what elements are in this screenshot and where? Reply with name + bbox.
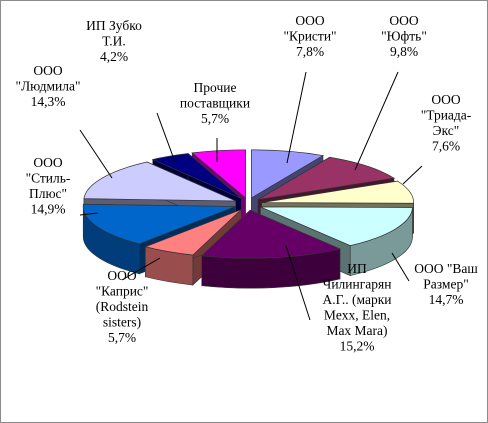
slice-label-3: ООО"Триада-Экс"7,6% <box>421 92 472 154</box>
leader-line-7 <box>79 212 99 216</box>
slice-label-1-line-3: 7,8% <box>296 44 324 59</box>
slice-label-7-line-1: ООО <box>33 155 62 170</box>
leader-line-8 <box>79 129 113 179</box>
slice-tops <box>82 149 414 259</box>
slice-label-3-line-4: 7,6% <box>432 139 460 154</box>
slice-2-top <box>257 156 395 200</box>
slice-labels: ООО"Кристи"7,8%ООО"Юфть"9,8%ООО"Триада-Э… <box>16 13 479 354</box>
slice-1-top <box>251 149 325 199</box>
slice-label-2-line-1: ООО <box>389 13 418 28</box>
slice-label-8-line-2: "Людмила" <box>16 79 81 94</box>
slice-label-9-line-3: 4,2% <box>100 49 128 64</box>
slice-label-9-line-1: ИП Зубко <box>86 18 142 33</box>
slice-label-3-line-3: Экс" <box>433 123 460 138</box>
slice-label-7-line-4: 14,9% <box>31 202 66 217</box>
slice-label-7: ООО"Стиль-Плюс"14,9% <box>26 155 71 217</box>
slice-label-1-line-1: ООО <box>295 13 324 28</box>
slice-label-5-line-2: Чилингарян <box>323 277 392 292</box>
slice-label-7-line-3: Плюс" <box>29 186 67 201</box>
slice-label-4-line-1: ООО "Ваш <box>414 261 478 276</box>
slice-label-5-line-1: ИП <box>347 261 367 276</box>
leader-line-6 <box>121 257 161 281</box>
slice-label-5-line-4: Mexx, Elen, <box>324 308 390 323</box>
slice-label-10-line-3: 5,7% <box>201 111 229 126</box>
leader-line-5 <box>285 245 311 321</box>
slice-label-8-line-1: ООО <box>33 63 62 78</box>
slice-7-top <box>82 203 236 245</box>
slice-label-3-line-1: ООО <box>431 92 460 107</box>
slice-label-1: ООО"Кристи"7,8% <box>283 13 336 59</box>
slice-4-top <box>260 206 413 246</box>
leader-line-1 <box>286 71 307 164</box>
slice-label-2-line-3: 9,8% <box>390 44 418 59</box>
leader-line-3 <box>402 165 423 185</box>
slice-6-top <box>144 209 242 256</box>
slice-label-2: ООО"Юфть"9,8% <box>381 13 427 59</box>
slice-3-top <box>261 180 414 204</box>
slice-label-8: ООО"Людмила"14,3% <box>16 63 81 109</box>
slice-10-top <box>191 149 246 199</box>
slice-label-10-line-1: Прочие <box>194 80 237 95</box>
slice-5-top <box>200 209 342 259</box>
slice-8-top <box>83 161 236 202</box>
slice-label-5-line-3: А.Г.. (марки <box>322 292 391 307</box>
slice-label-5-line-5: Max Mara) <box>326 323 387 338</box>
leader-line-4 <box>391 252 410 282</box>
slice-label-5-line-6: 15,2% <box>340 339 375 354</box>
slice-label-10-line-2: поставщики <box>180 96 250 111</box>
slice-label-6-line-5: 5,7% <box>108 330 136 345</box>
slice-label-8-line-3: 14,3% <box>31 94 66 109</box>
slice-label-7-line-2: "Стиль- <box>26 171 71 186</box>
slice-label-4-line-3: 14,7% <box>429 292 464 307</box>
slice-label-6-line-4: sisters) <box>103 315 141 330</box>
leader-line-9 <box>156 112 176 163</box>
slice-label-1-line-2: "Кристи" <box>283 29 336 44</box>
slice-label-2-line-2: "Юфть" <box>381 29 427 44</box>
slice-9-top <box>151 153 242 199</box>
slice-label-6-line-1: ООО <box>107 268 136 283</box>
slice-label-6-line-3: (Rodstein <box>96 299 149 314</box>
leader-line-2 <box>354 71 399 171</box>
slice-label-6-line-2: "Каприс" <box>96 284 149 299</box>
slice-label-3-line-2: "Триада- <box>421 108 472 123</box>
slice-label-9-line-2: Т.И. <box>102 34 125 49</box>
slice-label-4-line-2: Размер" <box>423 277 468 292</box>
